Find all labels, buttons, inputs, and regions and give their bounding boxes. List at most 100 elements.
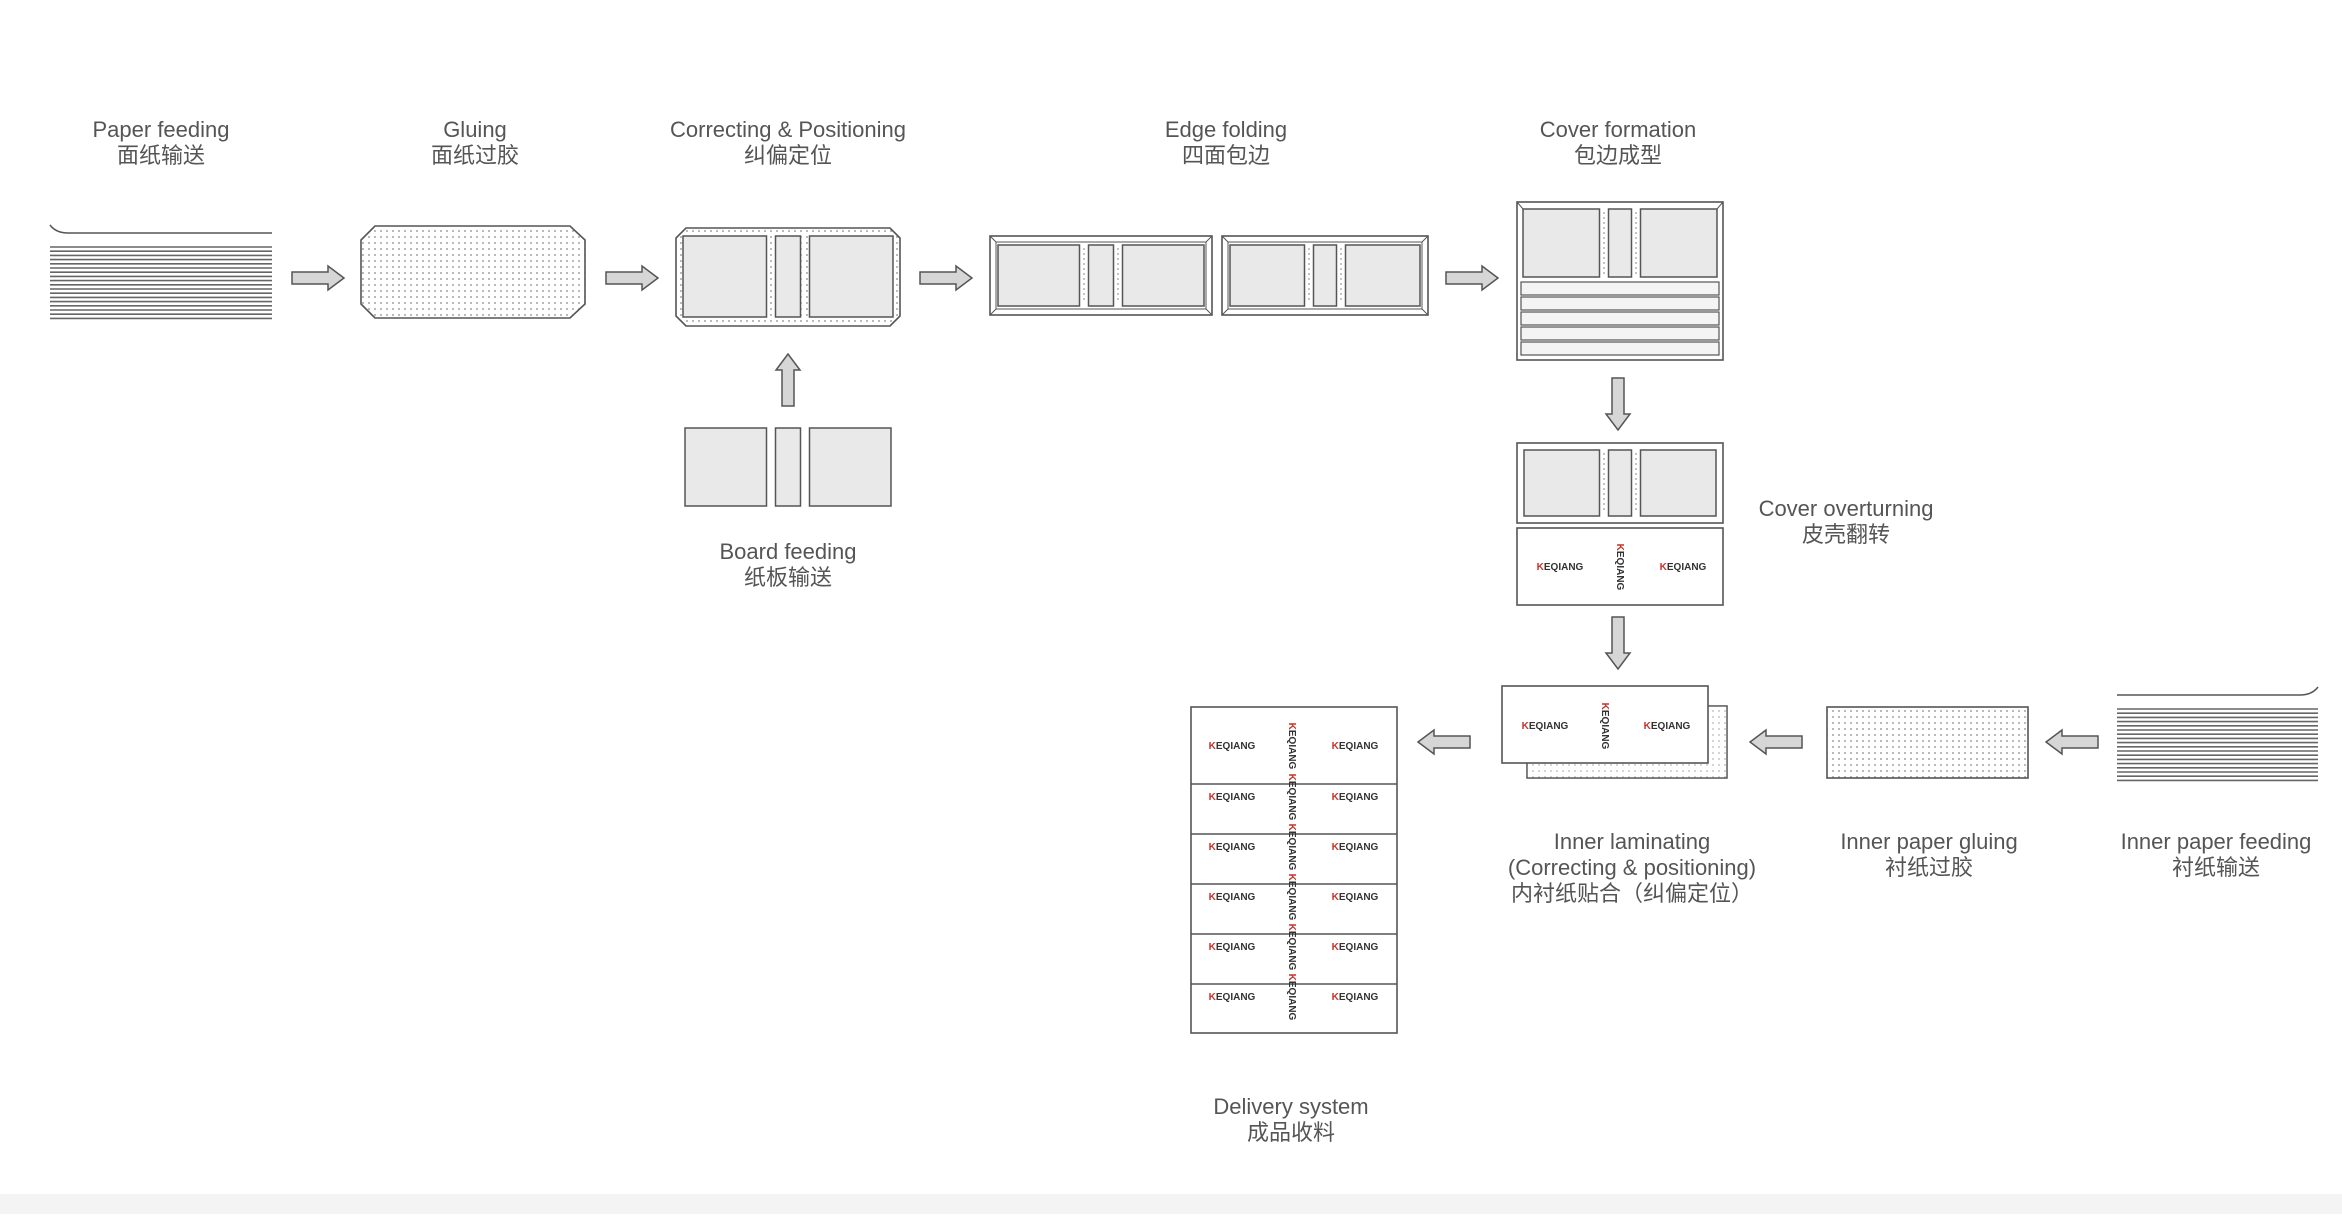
delivery-row6-logo-right-rest: EQIANG [1339, 992, 1379, 1003]
arrow-correct-to-fold [919, 264, 974, 292]
delivery-row4-logo-left: KEQIANG [1209, 892, 1256, 903]
label-inner-laminating-en2: (Correcting & positioning) [1507, 855, 1757, 880]
arrow-feed-to-glue [291, 264, 346, 292]
overturn-logo-right-k: K [1660, 562, 1668, 573]
inner-paper-feeding-stack [2117, 686, 2319, 782]
label-inner-paper-gluing: Inner paper gluing 衬纸过胶 [1840, 829, 2017, 881]
label-cover-formation-zh: 包边成型 [1573, 143, 1663, 168]
delivery-row6-logo-right: KEQIANG [1332, 992, 1379, 1003]
delivery-row6-logo-left-rest: EQIANG [1216, 992, 1256, 1003]
label-inner-laminating: Inner laminating (Correcting & positioni… [1508, 829, 1756, 907]
overturn-formed-boards-panel-left [1523, 449, 1601, 517]
delivery-row2-logo-spine: KEQIANG [1286, 774, 1297, 821]
edge-folding-cover-2-corner-2 [1221, 308, 1229, 316]
label-gluing-zh: 面纸过胶 [430, 143, 520, 168]
formed-cover-layer [1520, 311, 1720, 326]
delivery-row6-logo-spine: KEQIANG [1286, 974, 1297, 1021]
delivery-row3-logo-left: KEQIANG [1209, 842, 1256, 853]
inner-laminating-logo-right-k: K [1644, 721, 1652, 732]
correcting-boards-panel-right [808, 235, 894, 318]
edge-folding-cover-2-boards-panel-right [1344, 244, 1421, 307]
inner-laminating-logo-spine-rest: EQIANG [1599, 710, 1610, 750]
delivery-row6-logo-spine-k: K [1286, 974, 1297, 982]
formed-cover-layer [1520, 341, 1720, 356]
overturn-flipped-cover [1516, 527, 1724, 606]
label-edge-folding-en: Edge folding [1164, 117, 1288, 142]
label-cover-formation-en: Cover formation [1539, 117, 1697, 142]
delivery-row1-logo-left-rest: EQIANG [1216, 741, 1256, 752]
label-inner-paper-feeding-en: Inner paper feeding [2120, 829, 2312, 854]
delivery-row1-logo-spine-rest: EQIANG [1286, 730, 1297, 770]
delivery-row5-logo-left-k: K [1209, 942, 1217, 953]
gluing-panel [360, 225, 586, 319]
label-edge-folding-zh: 四面包边 [1181, 143, 1271, 168]
board-panels [675, 201, 1728, 1034]
label-cover-overturning-zh: 皮壳翻转 [1801, 522, 1890, 547]
edge-folding-cover-2-boards [1229, 244, 1421, 307]
arrow-form-to-overturn [1604, 377, 1632, 432]
delivery-row1-logo-right: KEQIANG [1332, 741, 1379, 752]
arrow-glue-to-correct [605, 264, 660, 292]
correcting-boards [682, 235, 894, 318]
label-delivery-system-zh: 成品收料 [1246, 1120, 1335, 1145]
delivery-row2-logo-spine-k: K [1286, 774, 1297, 782]
edge-folding-cover-1-boards-spine [1087, 244, 1115, 307]
overturn-logo-spine-rest: EQIANG [1614, 551, 1625, 591]
delivery-row5-logo-spine-rest: EQIANG [1286, 931, 1297, 971]
delivery-row1-logo-spine-k: K [1286, 723, 1297, 731]
edge-folding-cover-1-corner-3 [1205, 308, 1213, 316]
inner-laminating-front-sheet [1501, 685, 1709, 764]
label-correcting-positioning: Correcting & Positioning 纠偏定位 [670, 117, 906, 169]
label-cover-overturning: Cover overturning 皮壳翻转 [1759, 496, 1934, 548]
label-paper-feeding: Paper feeding 面纸输送 [93, 117, 230, 169]
overturn-formed-boards [1523, 449, 1717, 517]
label-correcting-zh: 纠偏定位 [743, 143, 833, 168]
cover-formation-top-boards-panel-left [1522, 208, 1601, 278]
delivery-stack [1190, 706, 1398, 1034]
delivery-row4-logo-left-rest: EQIANG [1216, 892, 1256, 903]
edge-folding-cover-1-corner-1 [1205, 235, 1213, 243]
edge-folding-cover-2-boards-panel-left [1229, 244, 1306, 307]
arrow-board-up [774, 352, 802, 407]
label-gluing-en: Gluing [443, 117, 507, 142]
delivery-row1-logo-left: KEQIANG [1209, 741, 1256, 752]
delivery-row2-logo-left-rest: EQIANG [1216, 792, 1256, 803]
delivery-row6-logo-left-k: K [1209, 992, 1217, 1003]
label-delivery-system: Delivery system 成品收料 [1213, 1094, 1368, 1146]
edge-folding-cover-2-corner-1 [1421, 235, 1429, 243]
delivery-row5-logo-left: KEQIANG [1209, 942, 1256, 953]
delivery-row4-logo-right-k: K [1332, 892, 1340, 903]
edge-folding-cover-1-boards-panel-left [997, 244, 1081, 307]
cover-overturning [1516, 442, 1724, 606]
delivery-row4-logo-left-k: K [1209, 892, 1217, 903]
delivery-row5-logo-right: KEQIANG [1332, 942, 1379, 953]
edge-folding-cover-1-corner-2 [989, 308, 997, 316]
board-feeding-boards-spine [774, 427, 802, 507]
overturn-formed-boards-panel-right [1639, 449, 1717, 517]
delivery-row5-logo-right-rest: EQIANG [1339, 942, 1379, 953]
delivery-row3-logo-spine-k: K [1286, 824, 1297, 832]
board-feeding-boards [684, 427, 892, 507]
correcting-boards-panel-left [682, 235, 768, 318]
edge-folding-cover-2-fold-inner [1227, 241, 1423, 310]
delivery-row4-logo-spine-rest: EQIANG [1286, 881, 1297, 921]
label-cover-overturning-en: Cover overturning [1758, 496, 1934, 521]
delivery-row3-logo-left-rest: EQIANG [1216, 842, 1256, 853]
delivery-row3-logo-right-k: K [1332, 842, 1340, 853]
overturn-logo-left-k: K [1537, 562, 1545, 573]
label-gluing: Gluing 面纸过胶 [431, 117, 519, 169]
cover-formation-top-boards-spine [1607, 208, 1633, 278]
label-paper-feeding-en: Paper feeding [92, 117, 230, 142]
label-cover-formation: Cover formation 包边成型 [1540, 117, 1697, 169]
arrow-glue-to-laminate [1748, 728, 1803, 756]
formed-cover-layer [1520, 296, 1720, 311]
label-inner-paper-gluing-zh: 衬纸过胶 [1884, 855, 1974, 880]
flow-arrows [291, 264, 2099, 756]
edge-folding-cover-1-boards-panel-right [1121, 244, 1205, 307]
delivery-row3-logo-left-k: K [1209, 842, 1217, 853]
inner-laminating-logo-left-k: K [1522, 721, 1530, 732]
overturn-logo-left-rest: EQIANG [1544, 562, 1584, 573]
overturn-logo-spine-k: K [1614, 544, 1625, 552]
